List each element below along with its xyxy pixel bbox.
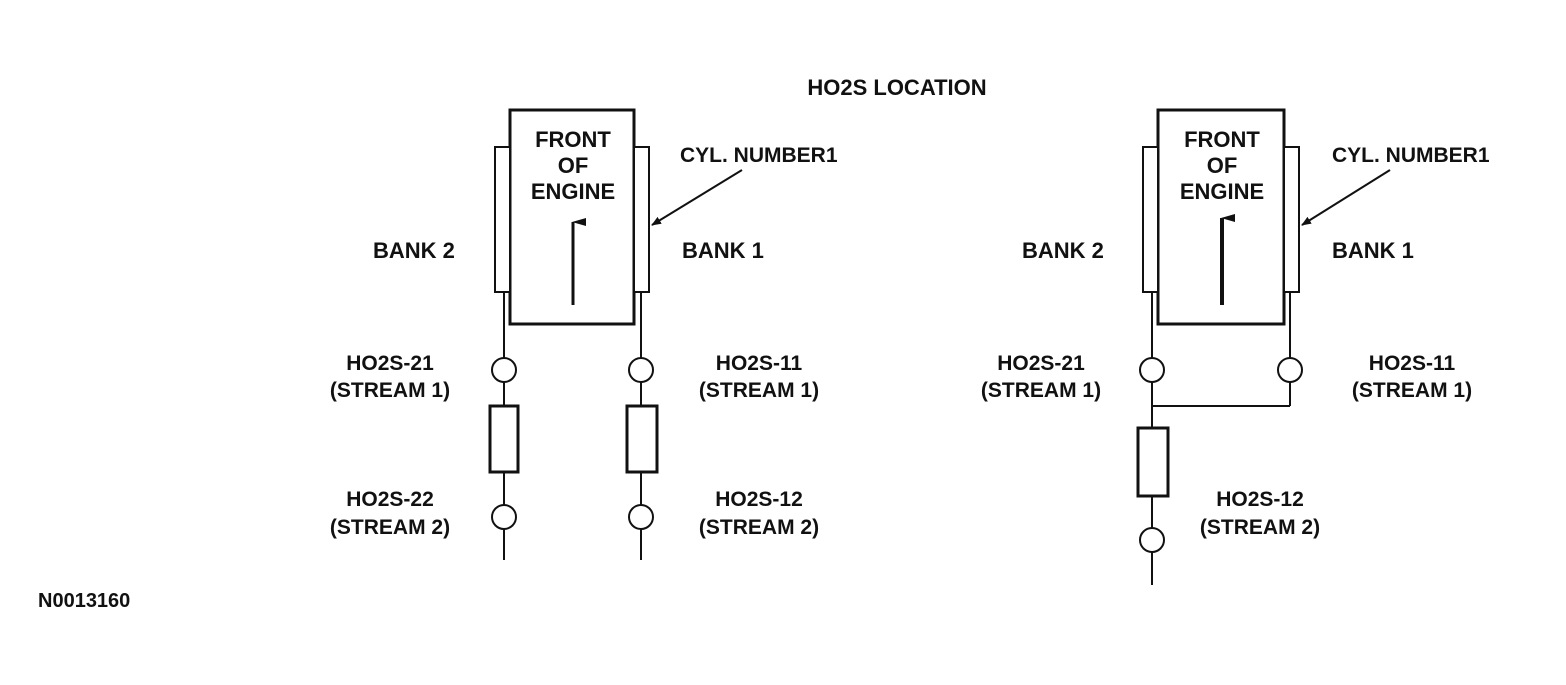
- sensor-ho2s-21: [1139, 357, 1165, 383]
- sensor-ho2s-12: [1139, 527, 1165, 553]
- left-engine-diagram: FRONT OF ENGINE CYL. NUMBER1 BANK 2 BANK…: [330, 108, 838, 560]
- cylinder-pointer-arrow: [1301, 169, 1391, 226]
- sensor-ho2s-11: [1277, 357, 1303, 383]
- engine-label-line-2: OF: [1207, 153, 1238, 178]
- sensor-ho2s-11: [628, 357, 654, 383]
- bank-1-cylinder-strip: [1283, 146, 1300, 293]
- engine-label-line-1: FRONT: [535, 127, 611, 152]
- sensor-stream-ho2s-21: (STREAM 1): [330, 379, 450, 402]
- sensor-stream-ho2s-12: (STREAM 2): [699, 516, 819, 539]
- bank-2-label: BANK 2: [373, 238, 455, 263]
- engine-label-line-1: FRONT: [1184, 127, 1260, 152]
- sensor-label-ho2s-11: HO2S-11: [1369, 352, 1456, 375]
- sensor-label-ho2s-21: HO2S-21: [997, 352, 1085, 375]
- sensor-ho2s-21: [491, 357, 517, 383]
- sensor-stream-ho2s-21: (STREAM 1): [981, 379, 1101, 402]
- bank-1-catalytic-converter: [625, 404, 659, 474]
- diagram-title: HO2S LOCATION: [807, 75, 986, 100]
- cylinder-number-label: CYL. NUMBER1: [1332, 144, 1490, 167]
- sensor-label-ho2s-11: HO2S-11: [716, 352, 803, 375]
- catalytic-converter: [1136, 426, 1170, 498]
- engine-label-line-3: ENGINE: [1180, 179, 1264, 204]
- sensor-stream-ho2s-11: (STREAM 1): [1352, 379, 1472, 402]
- cylinder-pointer-arrow: [651, 169, 743, 226]
- bank-1-label: BANK 1: [682, 238, 764, 263]
- right-engine-diagram: FRONT OF ENGINE CYL. NUMBER1 BANK 2 BANK…: [981, 108, 1490, 585]
- sensor-stream-ho2s-12: (STREAM 2): [1200, 516, 1320, 539]
- cylinder-number-label: CYL. NUMBER1: [680, 144, 838, 167]
- bank-2-cylinder-strip: [1142, 146, 1159, 293]
- figure-id: N0013160: [38, 590, 130, 612]
- engine-label-line-3: ENGINE: [531, 179, 615, 204]
- bank-1-label: BANK 1: [1332, 238, 1414, 263]
- sensor-stream-ho2s-22: (STREAM 2): [330, 516, 450, 539]
- sensor-ho2s-12: [628, 504, 654, 530]
- sensor-ho2s-22: [491, 504, 517, 530]
- sensor-label-ho2s-12: HO2S-12: [715, 488, 803, 511]
- bank-2-cylinder-strip: [494, 146, 511, 293]
- sensor-label-ho2s-12: HO2S-12: [1216, 488, 1304, 511]
- engine-label-line-2: OF: [558, 153, 589, 178]
- sensor-stream-ho2s-11: (STREAM 1): [699, 379, 819, 402]
- sensor-label-ho2s-21: HO2S-21: [346, 352, 434, 375]
- sensor-label-ho2s-22: HO2S-22: [346, 488, 434, 511]
- bank-1-cylinder-strip: [633, 146, 650, 293]
- bank-2-catalytic-converter: [488, 404, 520, 474]
- bank-2-label: BANK 2: [1022, 238, 1104, 263]
